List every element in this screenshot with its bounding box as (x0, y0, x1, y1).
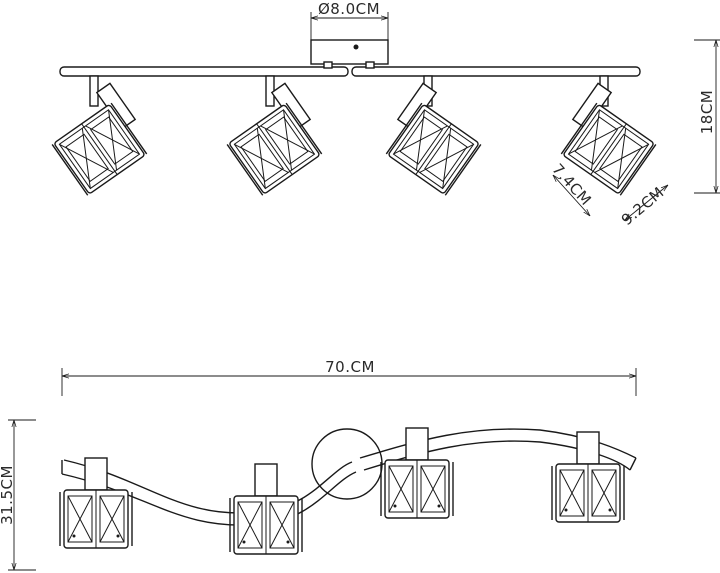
length-label: 70.CM (325, 358, 375, 376)
shade-width-label: 9.2CM (618, 183, 668, 229)
dimension-depth: 31.5CM (0, 419, 36, 571)
dimension-length: 70.CM (61, 358, 637, 396)
front-view: Ø8.0CM 18CM 7.4CM 9.2CM (51, 0, 720, 229)
depth-label: 31.5CM (0, 465, 16, 525)
spotlight-3 (385, 75, 482, 196)
height-label: 18CM (698, 90, 716, 135)
dimension-shade-width: 9.2CM (618, 183, 668, 229)
top-view: 70.CM 31.5CM (0, 358, 637, 571)
spotlight-top-2 (229, 463, 303, 555)
spotlight-1 (51, 75, 148, 196)
canopy-diameter-label: Ø8.0CM (318, 0, 380, 18)
mount-bar (59, 66, 349, 77)
spotlight-2 (226, 75, 323, 196)
spotlight-4 (560, 75, 657, 196)
spotlight-top-3 (380, 427, 454, 519)
dimension-canopy: Ø8.0CM (310, 0, 389, 40)
canopy (310, 39, 389, 65)
dimension-height: 18CM (694, 39, 720, 194)
spotlight-top-1 (59, 457, 133, 549)
